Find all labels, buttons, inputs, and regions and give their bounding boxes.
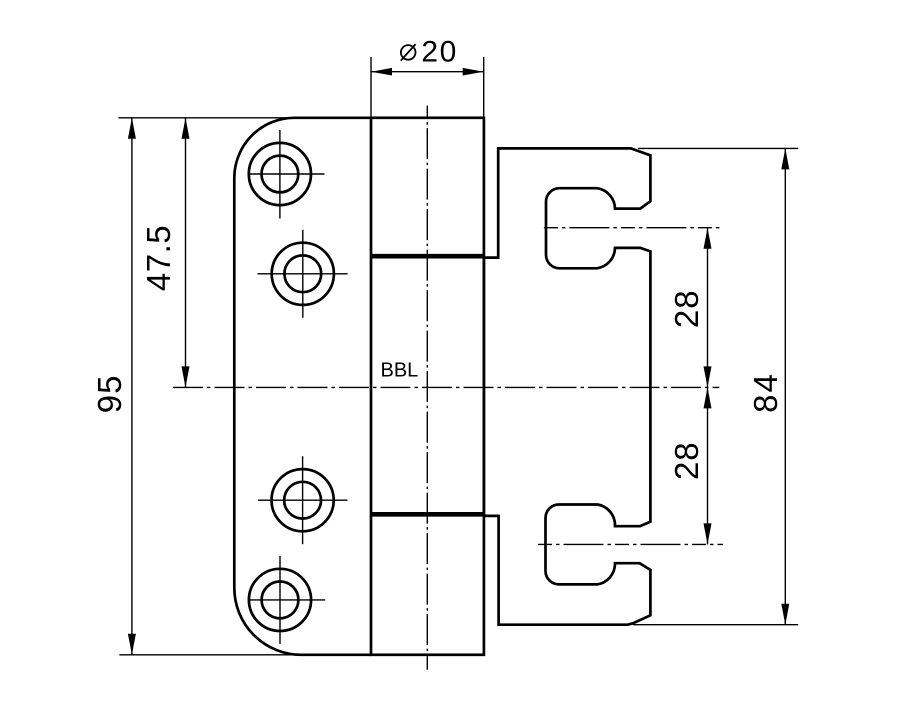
svg-text:95: 95 — [91, 375, 128, 414]
svg-text:28: 28 — [668, 289, 705, 328]
svg-text:BBL: BBL — [381, 360, 419, 382]
svg-text:47.5: 47.5 — [140, 225, 177, 291]
svg-text:20: 20 — [421, 36, 457, 69]
svg-text:28: 28 — [668, 441, 705, 480]
svg-text:84: 84 — [747, 372, 784, 413]
